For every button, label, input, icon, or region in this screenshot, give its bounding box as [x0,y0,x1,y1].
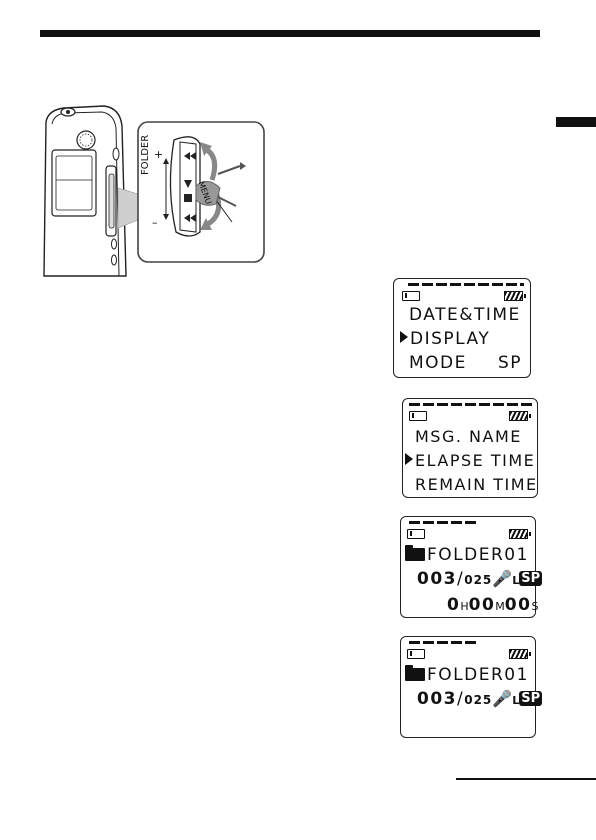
folder-plus-label: + [154,148,163,161]
cursor-icon [405,453,413,465]
lcd-screen-menu: DATE&TIME DISPLAY MODE SP [393,278,531,378]
folder-line: FOLDER01 [405,667,529,684]
battery-icon [504,291,523,301]
option-item-selected: ELAPSE TIME [405,453,535,469]
cursor-icon [400,331,408,343]
level-meter [409,641,477,644]
menu-item: DATE&TIME [409,307,521,324]
level-meter [408,283,524,286]
memory-icon [407,649,425,659]
folder-icon [405,668,425,681]
level-meter [409,521,477,524]
section-tab-marker [556,117,596,127]
memory-icon [407,529,425,539]
folder-icon [405,548,425,561]
continued-rule [456,778,596,780]
microphone-icon: 🎤 [492,691,512,707]
option-item: REMAIN TIME [415,477,538,493]
battery-icon [509,529,528,539]
menu-item-value: SP [498,355,522,372]
mode-badge: SP [519,691,542,706]
menu-item: MODE [409,355,467,372]
battery-icon [509,411,528,421]
elapsed-time: 0H00M00S [447,597,538,614]
memory-icon [409,411,427,421]
folder-line: FOLDER01 [405,547,529,564]
memory-icon [402,291,420,301]
mode-badge: SP [519,571,542,586]
option-item: MSG. NAME [415,429,522,445]
battery-icon [509,649,528,659]
menu-item-selected: DISPLAY [400,331,490,348]
header-rule [40,30,540,37]
recorder-illustration [40,104,270,280]
microphone-icon: 🎤 [492,571,512,587]
level-meter [409,403,533,406]
folder-minus-label: – [152,216,158,229]
folder-label: FOLDER [140,135,151,175]
lcd-screen-display-options: MSG. NAME ELAPSE TIME REMAIN TIME [402,398,538,498]
